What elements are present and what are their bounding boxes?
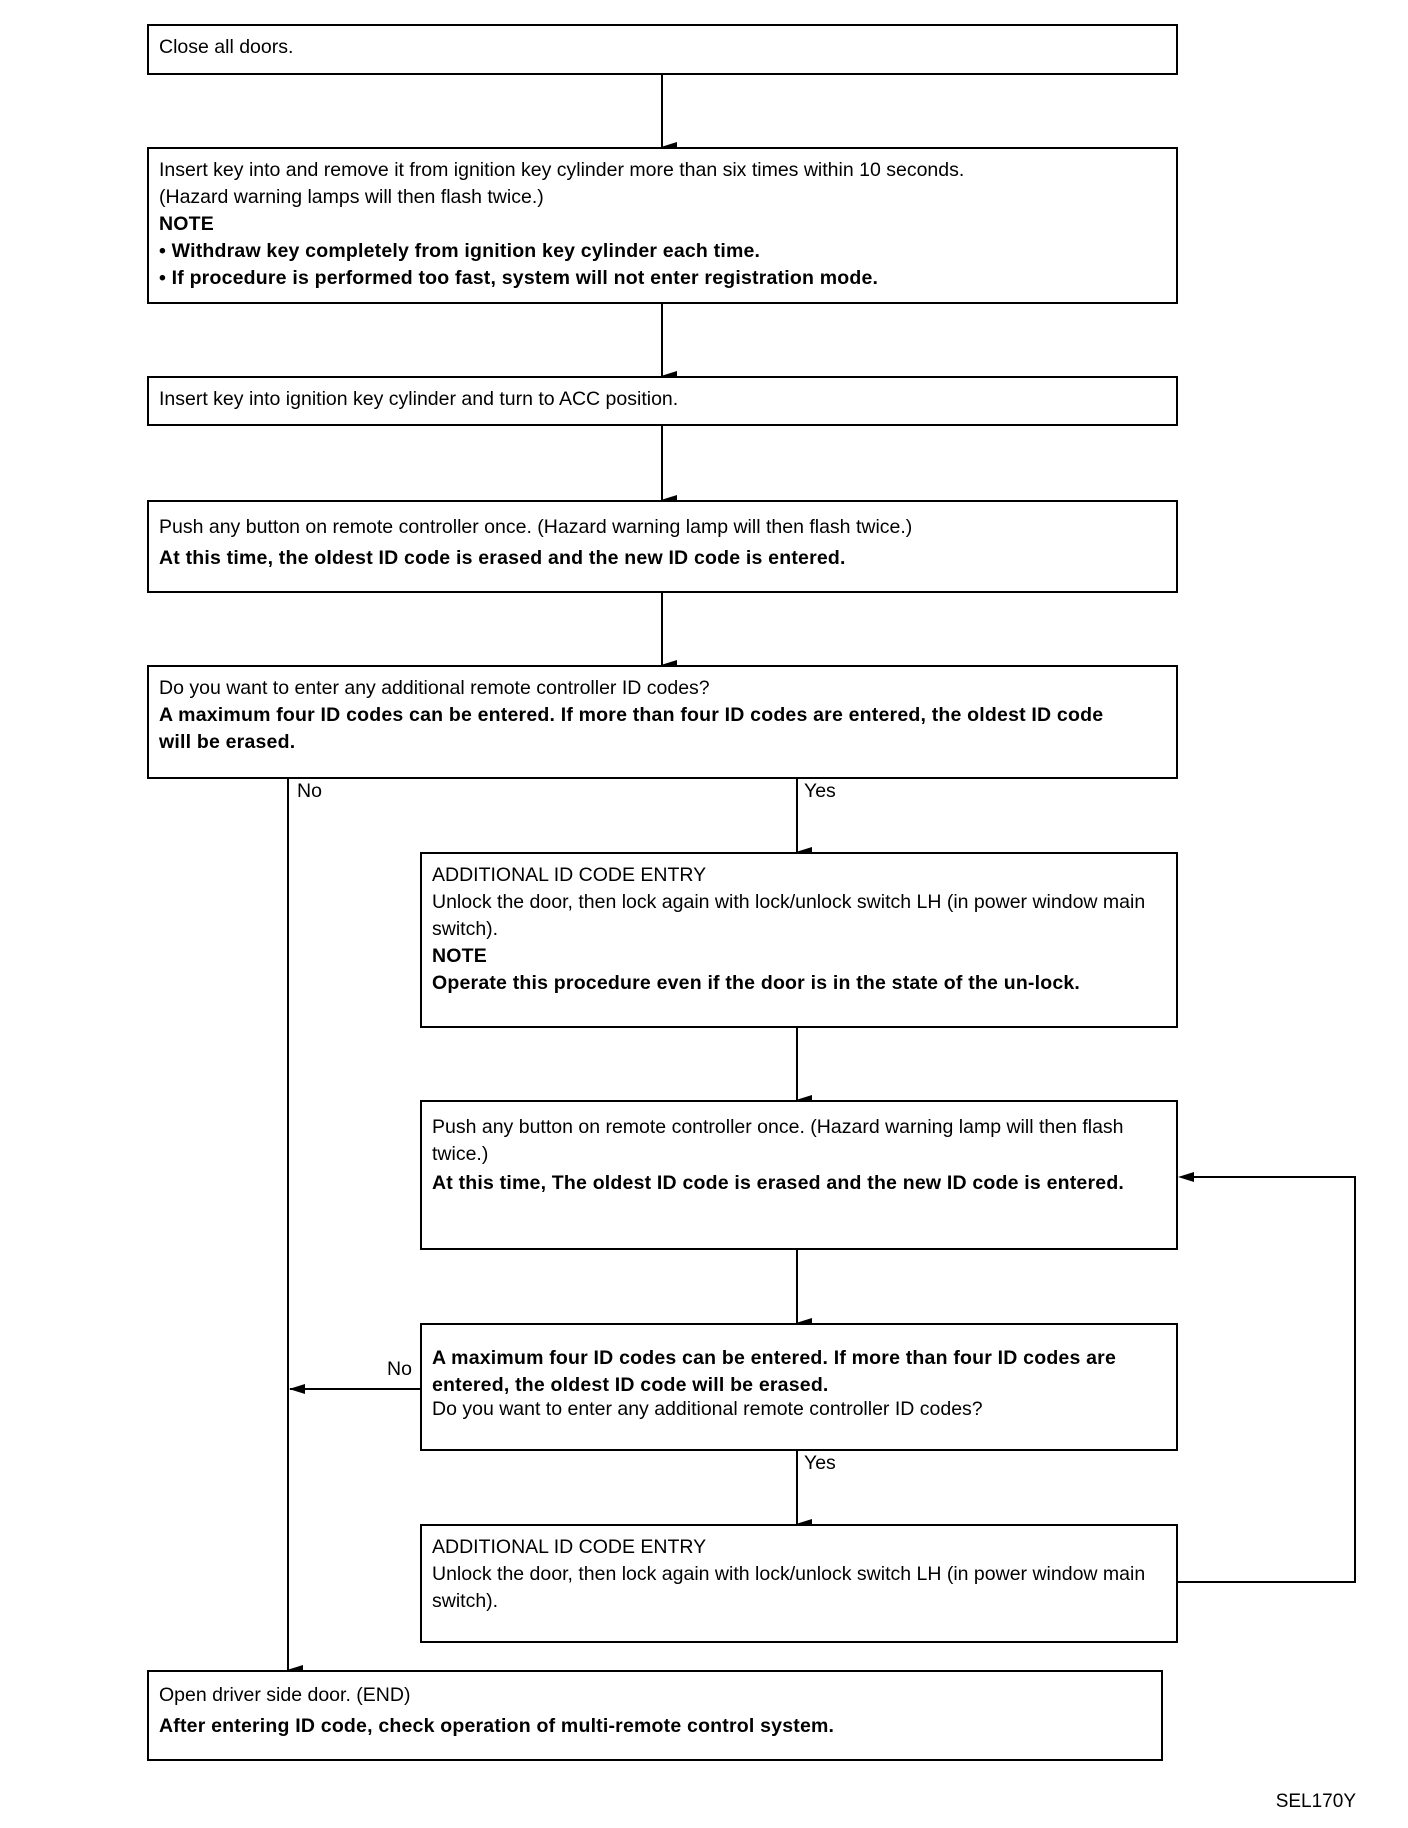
- figure-code: SEL170Y: [1275, 1791, 1356, 1812]
- note-text: Operate this procedure even if the door …: [432, 972, 1081, 994]
- step-bold-text: At this time, the oldest ID code is eras…: [159, 547, 846, 569]
- step-text: Insert key into and remove it from ignit…: [159, 159, 965, 181]
- entry-title: ADDITIONAL ID CODE ENTRY: [432, 864, 707, 886]
- step-additional-entry: ADDITIONAL ID CODE ENTRY Unlock the door…: [420, 852, 1178, 1028]
- label-no: No: [387, 1358, 412, 1380]
- step-text: Push any button on remote controller onc…: [159, 516, 913, 538]
- loop-back-arrowhead: [1178, 1172, 1194, 1182]
- step-text: Open driver side door. (END): [159, 1684, 411, 1706]
- step-acc-position: Insert key into ignition key cylinder an…: [147, 376, 1178, 426]
- note-heading: NOTE: [432, 945, 487, 967]
- decision-additional-codes-2: A maximum four ID codes can be entered. …: [420, 1323, 1178, 1451]
- note-heading: NOTE: [159, 213, 214, 235]
- decision-additional-codes: Do you want to enter any additional remo…: [147, 665, 1178, 779]
- step-text: (Hazard warning lamps will then flash tw…: [159, 186, 544, 208]
- note-bullet: • Withdraw key completely from ignition …: [159, 240, 761, 262]
- step-text: Unlock the door, then lock again with lo…: [432, 891, 1146, 940]
- step-bold-text: A maximum four ID codes can be entered. …: [159, 704, 1104, 753]
- step-bold-text: After entering ID code, check operation …: [159, 1715, 835, 1737]
- step-text: Do you want to enter any additional remo…: [159, 677, 710, 699]
- step-insert-remove-key: Insert key into and remove it from ignit…: [147, 147, 1178, 304]
- step-push-button-2: Push any button on remote controller onc…: [420, 1100, 1178, 1250]
- label-yes: Yes: [804, 780, 836, 802]
- step-end: Open driver side door. (END) After enter…: [147, 1670, 1163, 1761]
- step-text: Do you want to enter any additional remo…: [432, 1398, 983, 1420]
- step-text: Insert key into ignition key cylinder an…: [159, 388, 679, 410]
- step-push-button: Push any button on remote controller onc…: [147, 500, 1178, 593]
- step-bold-text: A maximum four ID codes can be entered. …: [432, 1347, 1117, 1396]
- step-bold-text: At this time, The oldest ID code is eras…: [432, 1172, 1125, 1194]
- step-text: Unlock the door, then lock again with lo…: [432, 1563, 1146, 1612]
- step-text: Push any button on remote controller onc…: [432, 1116, 1124, 1165]
- note-bullet: • If procedure is performed too fast, sy…: [159, 267, 879, 289]
- label-no: No: [297, 780, 322, 802]
- loop-back-line: [1176, 1176, 1356, 1583]
- step-close-doors: Close all doors.: [147, 24, 1178, 75]
- step-additional-entry-2: ADDITIONAL ID CODE ENTRY Unlock the door…: [420, 1524, 1178, 1643]
- step-text: Close all doors.: [159, 36, 294, 58]
- entry-title: ADDITIONAL ID CODE ENTRY: [432, 1536, 707, 1558]
- label-yes: Yes: [804, 1452, 836, 1474]
